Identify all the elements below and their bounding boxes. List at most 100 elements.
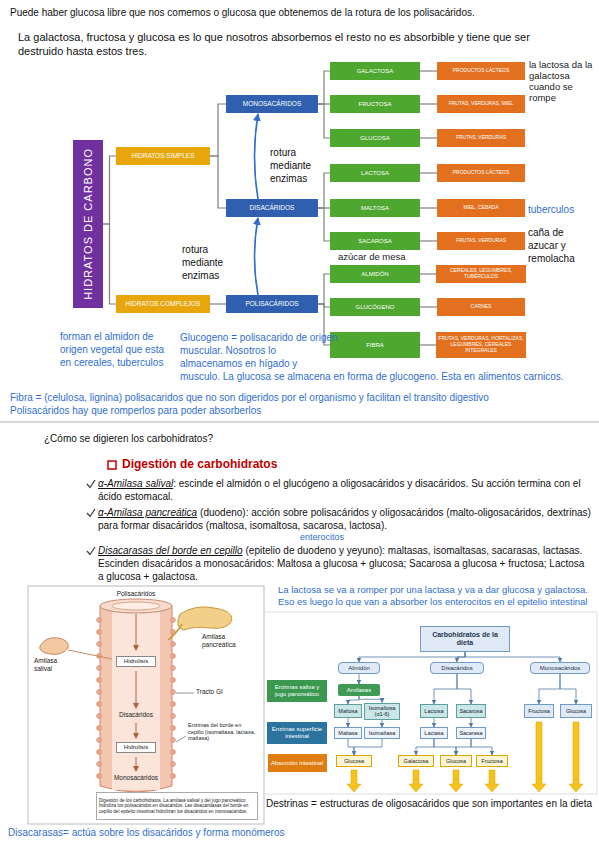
villus: [171, 774, 176, 779]
process-box: Hidrolisis: [116, 656, 156, 667]
pancreatic-duct: [168, 624, 182, 640]
annotation: la lactosa da la galactosa cuando se rom…: [529, 60, 595, 104]
process-box: Glucosa: [560, 704, 592, 718]
process-box: Lactosa: [420, 704, 448, 718]
node-text: Almidón: [348, 665, 370, 672]
connector: [103, 156, 116, 224]
absorption-arrow: [485, 770, 499, 792]
check-bullet: [86, 479, 96, 489]
node-text: GALACTOSA: [357, 68, 394, 75]
connector: [354, 739, 382, 755]
label-text: enterocitos: [300, 532, 344, 542]
node-text: POLISACÁRIDOS: [245, 300, 298, 307]
group-box: HIDRATOS COMPLEJOS: [116, 295, 210, 313]
label-text: La galactosa, fructosa y glucosa es lo q…: [18, 31, 530, 57]
sugar-box: SACAROSA: [330, 232, 420, 250]
annotation: caña de azucar y remolacha: [528, 226, 594, 265]
intestine-lumen: [112, 608, 160, 790]
leader-line: [68, 650, 112, 659]
flow-arrow: [136, 614, 137, 650]
tube-lumen-opening: [112, 602, 160, 610]
node-text: HIDRATOS SIMPLES: [132, 152, 195, 159]
food-box: FRUTAS, VERDURAS, HORTALIZAS, LEGUMBRES,…: [436, 332, 526, 358]
label-text: Puede haber glucosa libre que nos comemo…: [10, 7, 475, 18]
node-text: Lactasa: [424, 730, 443, 736]
food-box: CARNES: [437, 298, 525, 316]
note-text: Puede haber glucosa libre que nos comemo…: [10, 6, 595, 19]
villus: [171, 762, 176, 767]
group-box: HIDRATOS SIMPLES: [116, 147, 210, 165]
connector: [348, 696, 359, 704]
absorption-arrow: [449, 770, 463, 792]
annotation: azúcar de mesa: [338, 252, 428, 263]
annotation: rotura mediante enzimas: [270, 146, 320, 185]
product-box: Fructosa: [476, 755, 508, 767]
villus: [97, 738, 102, 743]
sugar-box: FRUCTOSA: [330, 95, 420, 113]
food-box: FRUTAS, VERDURAS: [437, 232, 525, 250]
connector: [434, 718, 435, 727]
process-box: Hidrolisis: [116, 742, 156, 753]
annotation: rotura mediante enzimas: [182, 243, 228, 282]
connector: [457, 652, 465, 662]
sugar-box: GALACTOSA: [330, 62, 420, 80]
label-text: Disacáridos: [119, 711, 153, 718]
intestine-wall: [100, 606, 172, 792]
label-text: α-Amilasa salival: [98, 478, 173, 489]
label-text: rotura mediante enzimas: [182, 244, 223, 281]
node-text: Sacarosa: [459, 708, 482, 714]
node-text: LACTOSA: [361, 170, 389, 177]
label-text: Glucogeno = polisacarido de origen muscu…: [180, 332, 564, 382]
annotation: Disacarasas= actúa sobre los disacáridos…: [8, 826, 568, 839]
villus: [171, 714, 176, 719]
node-text: Disacáridos: [441, 665, 472, 672]
connector: [348, 718, 349, 727]
product-box: Galactosa: [398, 755, 434, 767]
salivary-gland: [40, 638, 69, 655]
node-text: Glucosa: [566, 708, 586, 714]
leader-line: [176, 736, 186, 742]
connector: [348, 739, 354, 755]
node-text: HIDRATOS DE CARBONO: [82, 148, 94, 300]
node-text: MONOSACÁRIDOS: [243, 100, 302, 107]
bullet-text: α-Amilasa pancreática(duodeno): acción s…: [98, 506, 592, 532]
food-box: FRUTAS, VERDURAS, MIEL: [437, 95, 525, 113]
sugar-box: MALTOSA: [330, 199, 420, 217]
check-mark: [87, 547, 95, 555]
node-text: CEREALES, LEGUMBRES, TUBÉRCULOS: [438, 268, 524, 280]
connector: [434, 739, 456, 755]
node-text: GLUCÓGENO: [355, 304, 394, 311]
check-bullet: [86, 508, 96, 518]
node-text: Maltosa: [338, 708, 357, 714]
connector: [255, 218, 259, 295]
node-text: ALMIDÓN: [361, 271, 388, 278]
annotation: Glucogeno = polisacarido de origen muscu…: [180, 331, 592, 383]
villus: [97, 678, 102, 683]
node-text: Glucosa: [344, 758, 364, 764]
connector: [434, 674, 457, 704]
node-text: Hidrolisis: [124, 744, 148, 751]
connector: [210, 303, 226, 304]
absorption-arrow: [409, 770, 423, 792]
node-text: Enzimas superficie intestinal: [269, 726, 325, 739]
villus: [171, 738, 176, 743]
connector: [465, 652, 560, 662]
connector: [456, 739, 471, 755]
sugar-box: FIBRA: [330, 332, 420, 358]
label-text: Disacarasas= actúa sobre los disacáridos…: [8, 827, 285, 838]
villus: [171, 702, 176, 707]
process-box: Fructosa: [524, 704, 554, 718]
villus: [97, 714, 102, 719]
connector: [420, 240, 437, 241]
chart-frame: [264, 612, 597, 794]
part-label: Enzimas del borde en cepillo (isomaltasa…: [188, 722, 258, 742]
bullet-text: α-Amilasa salival: escinde el almidón o …: [98, 477, 592, 503]
connector: [471, 739, 492, 755]
node-text: PRODUCTOS LÁCTEOS: [453, 170, 510, 176]
connector: [210, 104, 226, 156]
node-text: FRUTAS, VERDURAS, HORTALIZAS, LEGUMBRES,…: [438, 336, 524, 353]
category-band: HIDRATOS DE CARBONO: [73, 140, 103, 308]
label-text: rotura mediante enzimas: [270, 147, 311, 184]
villus: [97, 666, 102, 671]
connector: [210, 156, 226, 208]
